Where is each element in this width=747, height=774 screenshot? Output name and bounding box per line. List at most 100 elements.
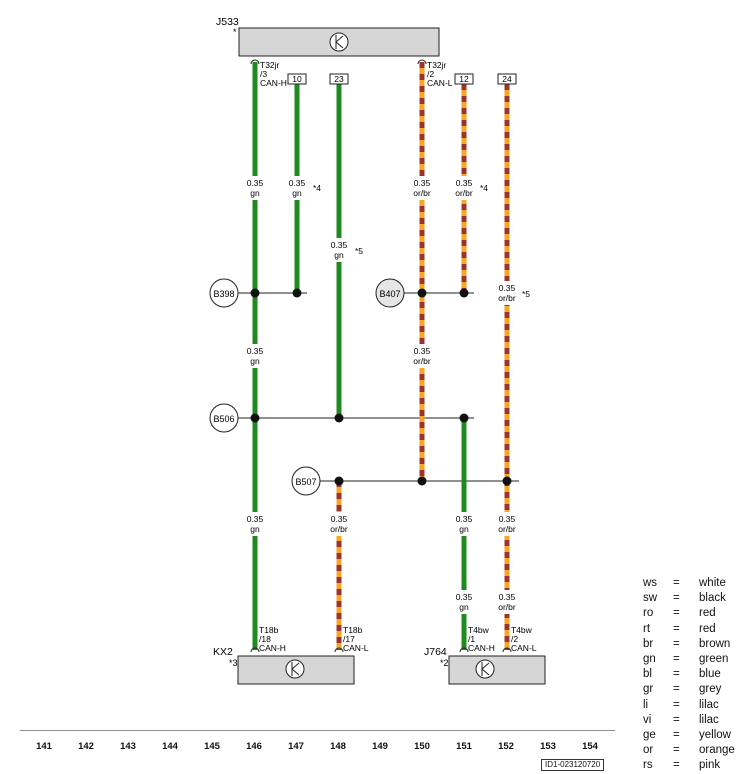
svg-text:or/br: or/br	[330, 524, 348, 534]
svg-text:0.35: 0.35	[499, 283, 516, 293]
note-marker: *4	[480, 183, 488, 193]
column-number: 146	[246, 741, 262, 752]
component-j764-label: J764	[424, 646, 447, 658]
legend-row: bl=blue	[643, 668, 721, 681]
junction-dot	[459, 413, 469, 423]
svg-text:0.35: 0.35	[414, 178, 431, 188]
component-j533: J533 *	[216, 16, 440, 57]
svg-text:0.35: 0.35	[414, 346, 431, 356]
note-marker: *5	[355, 246, 363, 256]
connector-pin: T18b	[343, 625, 363, 635]
splice-b407-circle	[375, 278, 405, 308]
earth-symbol-icon	[475, 659, 495, 679]
junction-dot	[334, 413, 344, 423]
junction-dot	[417, 288, 427, 298]
connector-num: /1	[468, 634, 475, 644]
connector-pin: T4bw	[468, 625, 490, 635]
svg-text:or/br: or/br	[413, 356, 431, 366]
svg-text:0.35: 0.35	[247, 178, 264, 188]
connector-num: /2	[427, 69, 434, 79]
component-j764-box	[448, 655, 546, 685]
document-id: ID1-023120720	[541, 759, 605, 771]
connector-sig: CAN-H	[259, 643, 286, 653]
junction-dot	[417, 476, 427, 486]
legend-row: gn=green	[643, 653, 729, 666]
column-number: 142	[78, 741, 94, 752]
component-kx2-note: *3	[229, 658, 238, 668]
legend-row: gr=grey	[643, 683, 722, 696]
wire-label-color: gn	[459, 602, 469, 612]
column-number: 143	[120, 741, 136, 752]
junction-dot	[250, 413, 260, 423]
legend-row: sw=black	[643, 592, 726, 605]
legend-row: ws=white	[643, 577, 726, 589]
component-kx2-label: KX2	[213, 646, 233, 658]
junction-dot	[459, 288, 469, 298]
junction-dot	[250, 288, 260, 298]
wires	[252, 62, 510, 650]
column-number: 145	[204, 741, 220, 752]
component-j764-note: *2	[440, 658, 449, 668]
connector-num: /17	[343, 634, 355, 644]
pin-symbol-icon	[417, 59, 427, 65]
color-code-legend: ws=white sw=black ro=red rt=red br=brown…	[643, 576, 735, 774]
earth-symbol-icon	[329, 32, 349, 52]
svg-text:or/br: or/br	[455, 188, 473, 198]
svg-text:or/br: or/br	[413, 188, 431, 198]
svg-text:gn: gn	[334, 250, 344, 260]
svg-text:gn: gn	[459, 524, 469, 534]
component-j533-label: J533	[216, 16, 239, 28]
svg-text:0.35: 0.35	[331, 240, 348, 250]
splice-b398-circle	[209, 278, 239, 308]
splice-b398-label: B398	[213, 289, 234, 299]
connector-pin: T4bw	[511, 625, 533, 635]
svg-text:0.35: 0.35	[499, 514, 516, 524]
ref-box-label: 24	[502, 74, 512, 84]
connector-pins	[250, 59, 512, 653]
svg-text:0.35: 0.35	[247, 346, 264, 356]
svg-text:gn: gn	[250, 188, 260, 198]
junction-dot	[292, 288, 302, 298]
connector-num: /2	[511, 634, 518, 644]
ref-box-label: 23	[334, 74, 344, 84]
column-number: 144	[162, 741, 178, 752]
svg-text:0.35: 0.35	[456, 514, 473, 524]
splice-b506-label: B506	[213, 414, 234, 424]
svg-text:gn: gn	[250, 524, 260, 534]
connector-sig: CAN-L	[511, 643, 537, 653]
column-number: 149	[372, 741, 388, 752]
pin-symbol-icon	[334, 647, 344, 653]
wire-label-size: 0.35	[499, 592, 516, 602]
splice-b407-label: B407	[379, 289, 400, 299]
svg-text:0.35: 0.35	[247, 514, 264, 524]
legend-row: rt=red	[643, 622, 716, 635]
connector-sig: CAN-L	[343, 643, 369, 653]
wire-label-size: 0.35	[456, 592, 473, 602]
wire-label-color: or/br	[498, 602, 516, 612]
svg-text:or/br: or/br	[498, 524, 516, 534]
column-number: 147	[288, 741, 304, 752]
connector-num: /3	[260, 69, 267, 79]
column-number: 153	[540, 741, 556, 752]
connector-pin: T32jr	[427, 60, 447, 70]
component-j533-asterisk: *	[233, 27, 237, 37]
bus-lines	[238, 292, 519, 482]
junction-dots	[250, 288, 512, 486]
ref-box-label: 12	[459, 74, 469, 84]
earth-symbol-icon	[285, 659, 305, 679]
pin-symbol-icon	[250, 647, 260, 653]
splices: B398 B506 B507 B407	[209, 278, 405, 496]
svg-text:0.35: 0.35	[331, 514, 348, 524]
column-number: 151	[456, 741, 472, 752]
note-marker: *4	[313, 183, 321, 193]
column-number-row: 141 142 143 144 145 146 147 148 149 150 …	[0, 731, 640, 761]
